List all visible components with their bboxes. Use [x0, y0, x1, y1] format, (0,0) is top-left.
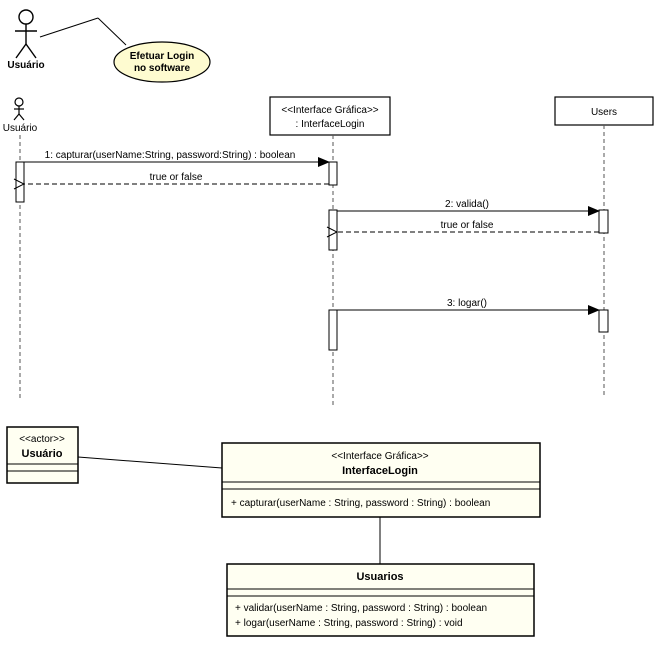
activation-bar — [598, 309, 609, 333]
class-actor-name: Usuário — [22, 448, 63, 460]
activation-bar — [328, 209, 338, 251]
class-usuarios-operation: + logar(userName : String, password : St… — [235, 618, 463, 629]
usecase-actor[interactable]: Usuário — [7, 9, 45, 71]
class-usuarios-name: Usuarios — [356, 571, 403, 583]
class-usuarios[interactable]: Usuarios + validar(userName : String, pa… — [226, 563, 535, 637]
lifeline-usuario-label: Usuário — [3, 123, 38, 134]
class-interface-name: InterfaceLogin — [342, 465, 418, 477]
usecase-title-line1: Efetuar Login — [130, 51, 194, 62]
message-5[interactable]: 3: logar() — [337, 298, 600, 315]
association-line — [77, 456, 223, 469]
message-4-return[interactable]: true or false — [337, 220, 599, 232]
message-3[interactable]: 2: valida() — [337, 199, 600, 216]
message-3-label: 2: valida() — [445, 199, 489, 210]
lifeline-users[interactable]: Users — [554, 96, 654, 398]
usecase-ellipse[interactable]: Efetuar Login no software — [113, 41, 211, 83]
lifeline-usuario[interactable]: Usuário — [3, 97, 38, 400]
activation-bar — [598, 209, 609, 234]
message-4-label: true or false — [441, 220, 494, 231]
message-1-label: 1: capturar(userName:String, password:St… — [45, 150, 296, 161]
association-line — [97, 17, 127, 46]
lifeline-interface-stereotype: <<Interface Gráfica>> — [281, 105, 378, 116]
message-2-return[interactable]: true or false — [24, 172, 329, 184]
message-5-label: 3: logar() — [447, 298, 487, 309]
usecase-title-line2: no software — [134, 63, 191, 74]
class-interface-stereotype: <<Interface Gráfica>> — [331, 451, 428, 462]
message-1[interactable]: 1: capturar(userName:String, password:St… — [24, 150, 330, 167]
association-line — [39, 17, 99, 38]
activation-bar — [328, 161, 338, 186]
stick-figure-icon — [15, 9, 37, 59]
activation-bar — [328, 309, 338, 351]
class-actor-stereotype: <<actor>> — [19, 434, 65, 445]
lifeline-interface-label: : InterfaceLogin — [296, 119, 365, 130]
stick-figure-icon — [13, 97, 25, 121]
class-usuarios-operation: + validar(userName : String, password : … — [235, 603, 487, 614]
class-interface-login[interactable]: <<Interface Gráfica>> InterfaceLogin + c… — [221, 442, 541, 518]
class-interface-operation: + capturar(userName : String, password :… — [231, 498, 490, 509]
lifeline-users-label: Users — [591, 107, 617, 118]
message-2-label: true or false — [150, 172, 203, 183]
lifeline-interface[interactable]: <<Interface Gráfica>> : InterfaceLogin — [269, 96, 391, 408]
class-actor-usuario[interactable]: <<actor>> Usuário — [6, 426, 79, 484]
usecase-actor-label: Usuário — [7, 60, 44, 71]
activation-bar — [15, 161, 25, 203]
